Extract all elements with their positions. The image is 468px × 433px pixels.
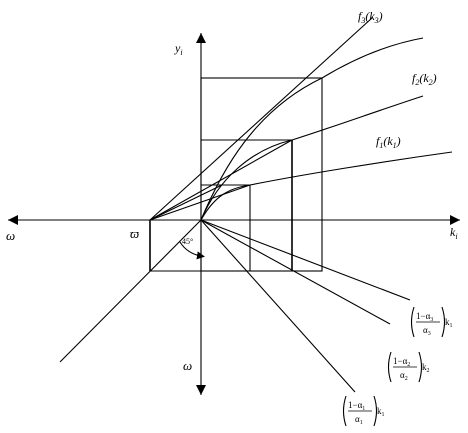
projection-boxes xyxy=(149,77,323,272)
omega-left-label: ω xyxy=(6,228,15,243)
ray-label-alpha3: 1−α3 α3 k1 xyxy=(410,306,453,338)
axes xyxy=(8,33,460,395)
ray-alpha2 xyxy=(200,219,391,325)
forty-five-line xyxy=(59,219,202,363)
angle-arc xyxy=(179,241,205,260)
tangent-ray-2 xyxy=(149,139,293,221)
tangent-ray-1 xyxy=(149,184,251,221)
ray-label-alpha2: 1−α2 α2 k2 xyxy=(387,351,430,383)
ray-label-alpha1: 1−α1 α1 k1 xyxy=(342,395,385,427)
lower-rays xyxy=(59,219,411,393)
axis-arrow-top xyxy=(196,33,206,43)
k-axis-label: ki xyxy=(450,225,458,241)
curve-f3 xyxy=(200,37,424,221)
angle-label: 45° xyxy=(182,237,193,246)
curve-f2 xyxy=(200,95,424,221)
tangent-ray-1b xyxy=(149,184,223,221)
axis-arrow-bottom xyxy=(196,385,206,395)
label-f2: f2(k2) xyxy=(412,71,437,87)
svg-text:1−α3: 1−α3 xyxy=(416,311,433,323)
svg-text:1−α1: 1−α1 xyxy=(348,400,365,412)
svg-text:k1: k1 xyxy=(377,406,385,418)
ray-alpha3 xyxy=(200,219,411,301)
label-f3: f3(k3) xyxy=(358,9,383,25)
axis-arrow-right xyxy=(450,215,460,225)
ray-alpha1 xyxy=(200,219,356,393)
angle-marker: 45° xyxy=(179,237,205,260)
box-outer xyxy=(200,77,323,272)
axis-arrow-left xyxy=(8,215,18,225)
svg-text:α1: α1 xyxy=(355,414,363,426)
svg-text:k2: k2 xyxy=(422,362,430,374)
svg-text:α3: α3 xyxy=(423,325,431,337)
omega-bar-label: ϖ xyxy=(130,226,140,241)
production-curves xyxy=(200,37,453,221)
tangent-rays xyxy=(149,17,373,221)
axis-labels: yi ki ω ω ϖ xyxy=(6,41,458,373)
curve-labels: f3(k3) f2(k2) f1(k1) xyxy=(358,9,437,150)
svg-text:k1: k1 xyxy=(445,317,453,329)
label-f1: f1(k1) xyxy=(376,134,401,150)
tangent-ray-3 xyxy=(149,17,373,221)
y-axis-label: yi xyxy=(174,41,183,57)
svg-text:1−α2: 1−α2 xyxy=(393,356,410,368)
omega-bottom-label: ω xyxy=(183,358,192,373)
curve-f1 xyxy=(200,151,453,221)
svg-text:α2: α2 xyxy=(400,370,408,382)
